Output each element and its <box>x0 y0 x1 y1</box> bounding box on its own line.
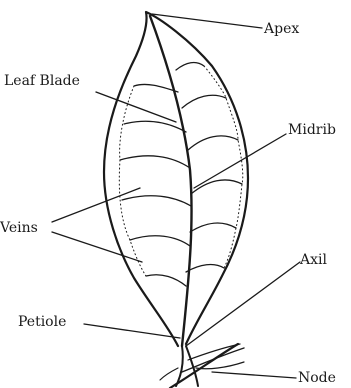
label-node: Node <box>298 370 336 386</box>
leader-midrib <box>194 134 286 188</box>
veins-right <box>176 63 242 272</box>
label-apex: Apex <box>263 21 299 37</box>
label-midrib: Midrib <box>288 122 336 138</box>
midrib-line <box>150 16 192 346</box>
label-axil: Axil <box>299 252 327 268</box>
leaf-blade-outline <box>104 12 248 346</box>
label-petiole: Petiole <box>18 314 66 330</box>
label-leaf-blade: Leaf Blade <box>4 73 80 89</box>
stem <box>160 344 244 388</box>
label-veins: Veins <box>0 220 38 236</box>
leader-leaf-blade <box>96 92 176 122</box>
leader-node <box>212 372 296 378</box>
leader-veins-upper <box>52 188 140 222</box>
leader-axil <box>186 262 300 346</box>
